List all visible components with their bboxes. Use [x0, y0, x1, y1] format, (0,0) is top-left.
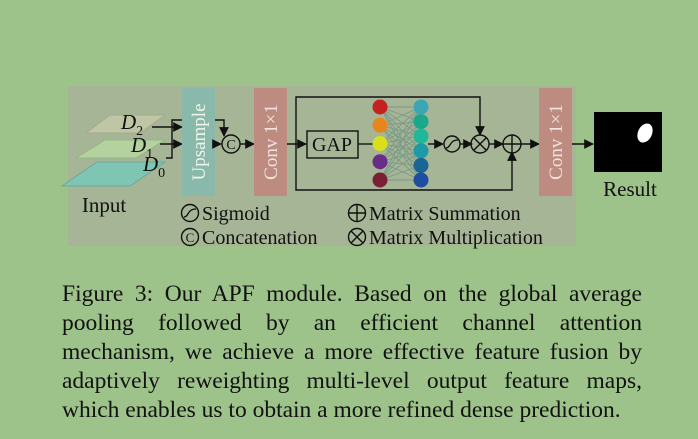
legend-concatenation-label: Concatenation [202, 227, 318, 249]
network-output-node [413, 99, 429, 115]
legend-summation-label: Matrix Summation [369, 203, 521, 225]
network-output-node [413, 143, 429, 159]
network-edge [379, 121, 422, 181]
network-output-node [413, 114, 429, 130]
branch-bottom-sum [295, 144, 517, 191]
network-input-node [372, 99, 388, 115]
result-mask-blob [637, 123, 653, 143]
network-input-node [372, 117, 388, 133]
legend-sigmoid-label: Sigmoid [202, 203, 270, 225]
network-edge [379, 135, 422, 163]
network-nodes [372, 99, 429, 188]
feature-map-d1 [74, 139, 167, 159]
network-edge [379, 135, 422, 181]
branch-top-multiply [295, 96, 485, 144]
apf-module-diagram: D2 D1 D0 Input Upsample C Conv 1×1 GAP C [60, 86, 662, 249]
legend: Sigmoid C Concatenation Matrix Summation… [180, 203, 543, 249]
legend-sigmoid-icon [180, 203, 200, 223]
network-output-node [413, 172, 429, 188]
legend-concatenation-icon [180, 227, 200, 247]
gap-label: GAP [312, 134, 352, 156]
network-edge [379, 124, 422, 181]
network-output-node [413, 157, 429, 173]
input-d0-label: D0 [142, 152, 165, 181]
legend-multiplication-label: Matrix Multiplication [369, 227, 543, 249]
network-edge [379, 124, 422, 152]
network-edge [379, 106, 422, 144]
network-output-node [413, 128, 429, 144]
network-edge [379, 143, 422, 181]
feature-map-d2 [84, 114, 167, 134]
network-edge [379, 121, 422, 163]
legend-concatenation-c: C [186, 230, 195, 245]
legend-multiplication-icon [347, 227, 367, 247]
network-input-node [372, 172, 388, 188]
network-edge [379, 106, 422, 163]
multiplication-cross-b [473, 137, 487, 151]
network-edge [379, 143, 422, 166]
upsample-block [182, 88, 215, 196]
network-input-node [372, 136, 388, 151]
network-edge [379, 150, 422, 181]
feature-map-d0 [60, 161, 167, 187]
network-edge [379, 124, 422, 166]
conv-block-2-label: Conv 1×1 [546, 104, 567, 180]
conv-block-2 [539, 88, 572, 196]
legend-multiplication-b [350, 230, 364, 244]
figure-caption: Figure 3: Our APF module. Based on the g… [62, 281, 642, 423]
concatenation-c-icon: C [226, 138, 235, 153]
input-d1-label: D1 [130, 133, 153, 162]
conv-block-1-label: Conv 1×1 [261, 104, 282, 180]
result-image [594, 112, 662, 172]
network-input-node [372, 154, 388, 170]
sigmoid-icon [445, 139, 459, 149]
input-feature-stack [60, 114, 167, 187]
input-d2-label: D2 [120, 110, 143, 139]
legend-sigmoid-curve [183, 208, 197, 218]
network-edge [379, 121, 422, 144]
result-label: Result [603, 177, 657, 201]
input-label: Input [82, 193, 126, 217]
upsample-label: Upsample [189, 103, 210, 180]
conv-block-1 [254, 88, 287, 196]
arrow-d0-concat [166, 119, 229, 159]
channel-attention-network [372, 99, 429, 188]
